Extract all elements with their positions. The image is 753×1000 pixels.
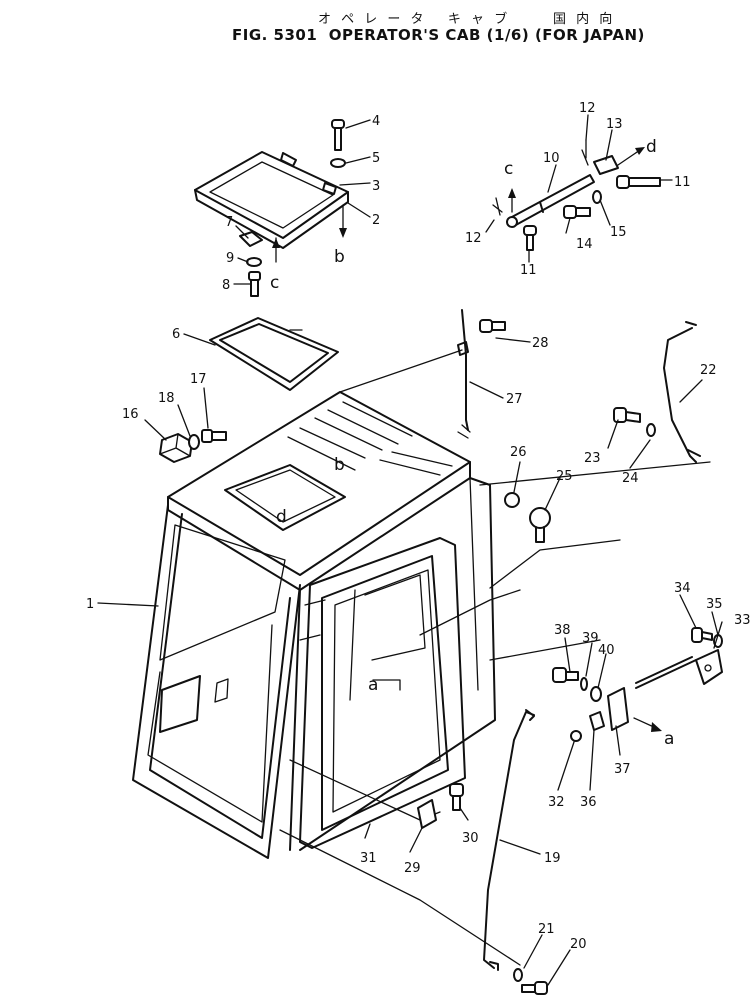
callout-1: 1 (86, 597, 94, 612)
callout-33: 33 (734, 613, 751, 628)
callout-15: 15 (610, 225, 627, 240)
callout-25: 25 (556, 469, 573, 484)
door-knob-assembly (504, 492, 551, 543)
letter-b-hatch: b (334, 247, 345, 267)
callout-40: 40 (598, 643, 615, 658)
door-bracket-assembly (417, 783, 464, 829)
rubber-stop-assembly (159, 429, 227, 463)
callout-14: 14 (576, 237, 593, 252)
callout-20: 20 (570, 937, 587, 952)
callout-3: 3 (372, 179, 380, 194)
wiper-arm (457, 309, 506, 439)
hatch-seal (209, 317, 339, 391)
callout-7: 7 (225, 215, 233, 230)
letter-d-roof: d (276, 507, 287, 527)
callout-13: 13 (606, 117, 623, 132)
letter-b-roof: b (334, 455, 345, 475)
callout-23: 23 (584, 451, 601, 466)
letter-c-stay: c (504, 159, 513, 179)
callout-11-lower: 11 (520, 263, 537, 278)
callout-34: 34 (674, 581, 691, 596)
letter-a-lock: a (664, 729, 674, 749)
figure-title-japanese: オ ペ レ ー タ キ ャ ブ 国 内 向 (318, 12, 616, 27)
callout-21: 21 (538, 922, 555, 937)
letter-a-door: a (368, 675, 378, 695)
door-lock-assembly (552, 627, 723, 742)
callout-9: 9 (226, 251, 234, 266)
callout-24: 24 (622, 471, 639, 486)
callout-4: 4 (372, 114, 380, 129)
hatch-stay-assembly (492, 139, 661, 251)
cab-body (132, 391, 496, 859)
door-stay-rod (483, 709, 548, 995)
leader-lines (97, 114, 723, 986)
callout-8: 8 (222, 278, 230, 293)
figure-title: FIG. 5301 OPERATOR'S CAB (1/6) (FOR JAPA… (232, 26, 645, 44)
callout-11-right: 11 (674, 175, 691, 190)
callout-2: 2 (372, 213, 380, 228)
callout-26: 26 (510, 445, 527, 460)
callout-numbers: 1 2 3 4 5 6 7 8 9 10 11 11 12 12 13 14 1… (86, 101, 751, 952)
grip-handle-assembly (613, 321, 701, 463)
callout-28: 28 (532, 336, 549, 351)
callout-27: 27 (506, 392, 523, 407)
callout-6: 6 (172, 327, 180, 342)
callout-38: 38 (554, 623, 571, 638)
callout-16: 16 (122, 407, 139, 422)
callout-17: 17 (190, 372, 207, 387)
letter-d-stay: d (646, 137, 657, 157)
callout-31: 31 (360, 851, 377, 866)
callout-22: 22 (700, 363, 717, 378)
callout-29: 29 (404, 861, 421, 876)
callout-12-top: 12 (579, 101, 596, 116)
callout-5: 5 (372, 151, 380, 166)
callout-10: 10 (543, 151, 560, 166)
callout-39: 39 (582, 631, 599, 646)
callout-35: 35 (706, 597, 723, 612)
callout-12-left: 12 (465, 231, 482, 246)
reference-lines (279, 349, 711, 966)
reference-letters: a a b b c c d d (270, 137, 674, 749)
callout-37: 37 (614, 762, 631, 777)
callout-18: 18 (158, 391, 175, 406)
roof-hatch-assembly (194, 119, 349, 297)
letter-c-hatch: c (270, 273, 279, 293)
callout-32: 32 (548, 795, 565, 810)
callout-19: 19 (544, 851, 561, 866)
callout-36: 36 (580, 795, 597, 810)
callout-30: 30 (462, 831, 479, 846)
